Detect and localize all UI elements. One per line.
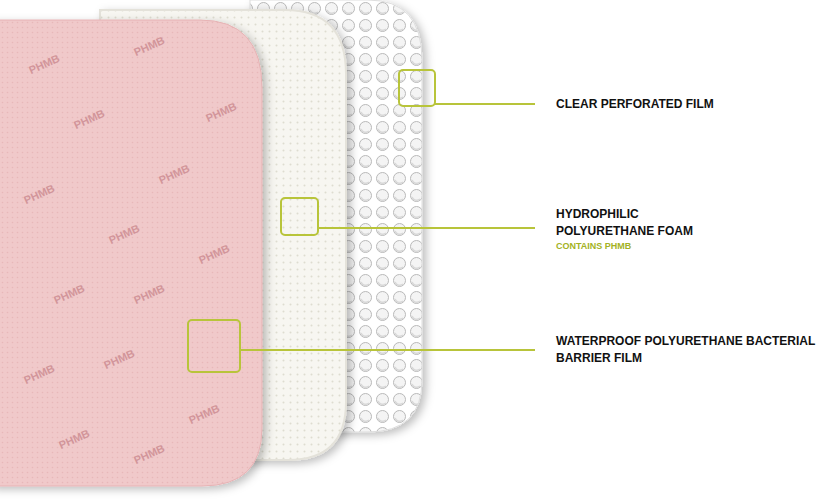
callout-square	[188, 320, 240, 372]
leader-line	[240, 349, 535, 351]
leader-line	[435, 103, 535, 105]
layer-label: WATERPROOF POLYURETHANE BACTERIAL BARRIE…	[556, 333, 826, 367]
note-label: CONTAINS PHMB	[556, 241, 756, 252]
leader-line	[318, 227, 535, 229]
barrier-film-layer	[0, 20, 262, 486]
callout-square	[281, 198, 318, 235]
callout-square	[399, 70, 435, 106]
layer-label: HYDROPHILIC POLYURETHANE FOAM	[556, 206, 726, 240]
callout-markers	[188, 70, 535, 372]
layer-label: CLEAR PERFORATED FILM	[556, 96, 826, 113]
